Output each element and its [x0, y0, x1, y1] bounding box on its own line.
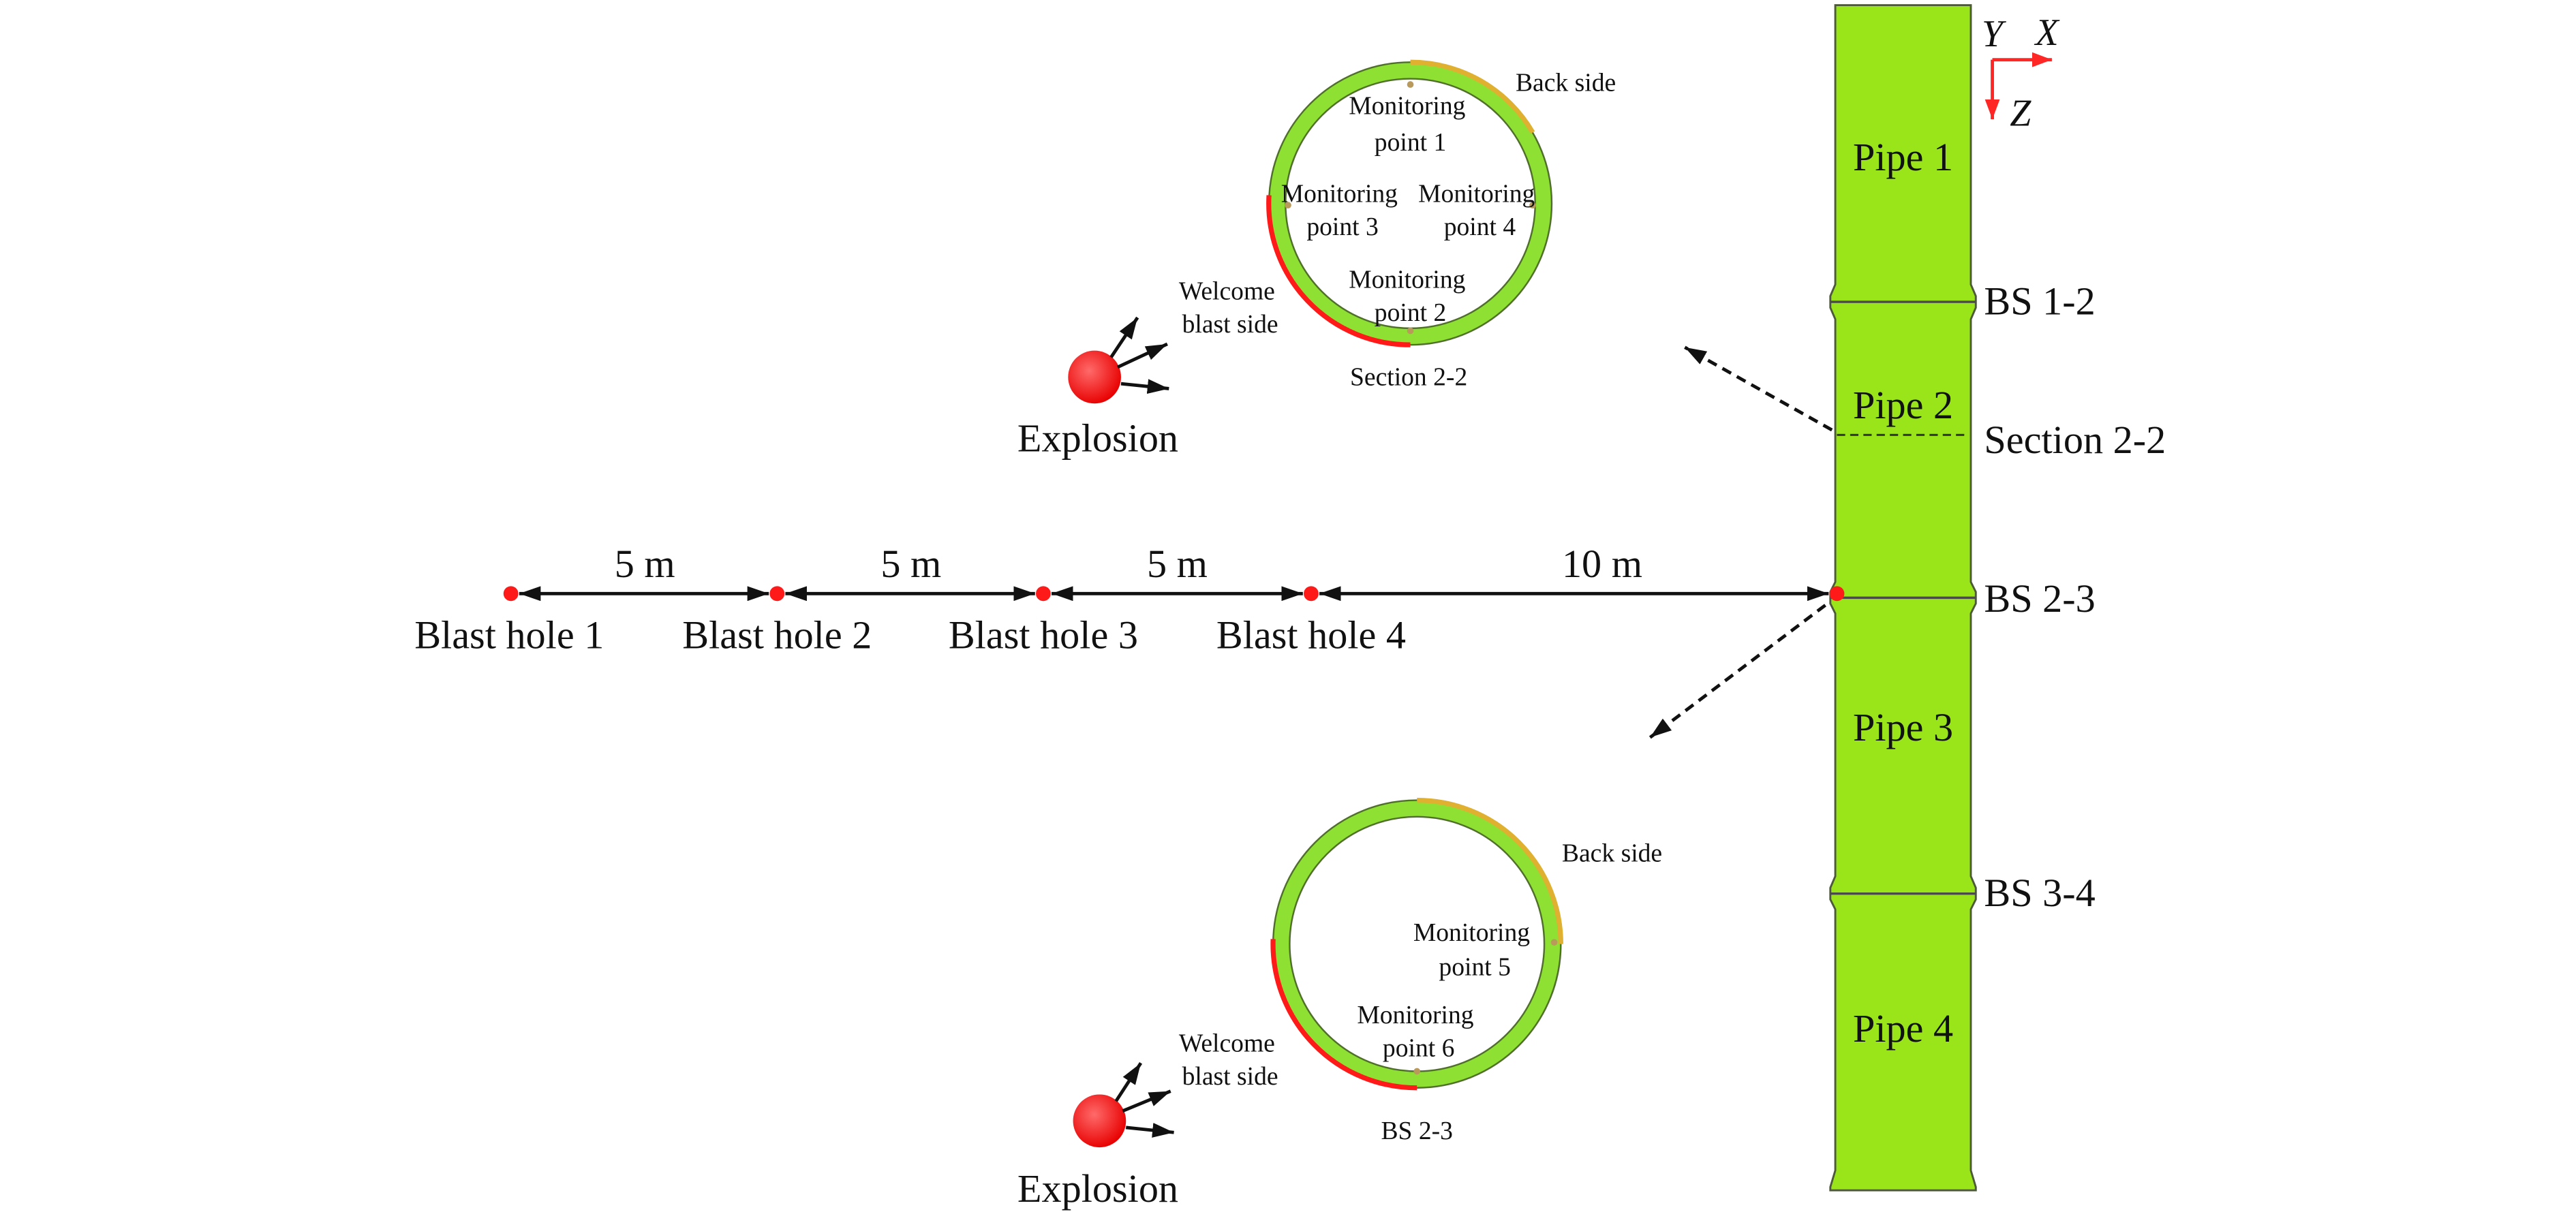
section-explosion-arrow-up [1109, 316, 1139, 358]
section-explosion-arrow-right [1120, 379, 1169, 394]
section-explosion-icon [1068, 350, 1121, 404]
z-axis-label: Z [2010, 93, 2031, 135]
monitoring-point-6-marker [1413, 1068, 1421, 1075]
joint-bs-2-3-view: Back side Monitoring point 5 Monitoring … [1017, 797, 1662, 1211]
joint-blast-side-arc [1270, 939, 1417, 1091]
joint-explosion-label: Explosion [1017, 1166, 1178, 1211]
joint-explosion-arrow-up [1114, 1062, 1143, 1102]
blast-hole-2-dot [769, 586, 785, 602]
monitoring-point-2-label: Monitoring point 2 [1349, 265, 1472, 327]
monitoring-point-6-label: Monitoring point 6 [1357, 1001, 1480, 1063]
monitoring-point-3-marker [1285, 202, 1291, 209]
monitoring-point-4-line-1: Monitoring [1418, 179, 1535, 208]
monitoring-point-6-line-2: point 6 [1383, 1034, 1454, 1063]
section-blast-side-arc [1266, 195, 1411, 347]
section-view-caption: Section 2-2 [1350, 363, 1467, 392]
section-explosion-arrow-mid [1117, 342, 1168, 369]
monitoring-point-5-marker [1550, 939, 1558, 946]
monitoring-point-5-line-1: Monitoring [1413, 918, 1530, 947]
monitoring-point-2-marker [1407, 327, 1414, 335]
monitoring-point-3-line-1: Monitoring [1281, 179, 1398, 208]
joint-welcome-line-2: blast side [1182, 1062, 1278, 1091]
joint-back-side-label: Back side [1562, 839, 1662, 867]
joint-explosion-arrow-right [1125, 1123, 1174, 1138]
monitoring-point-4-label: Monitoring point 4 [1418, 179, 1542, 241]
axis-triad: Y X Z [1982, 12, 2060, 135]
blast-hole-1-dot [503, 586, 519, 602]
pipe: Pipe 1 Pipe 2 Pipe 3 Pipe 4 BS 1-2 Secti… [1829, 4, 2166, 1192]
joint-welcome-blast-side-label: Welcome blast side [1179, 1029, 1281, 1091]
blast-hole-4-dot [1304, 586, 1319, 602]
joint-bs-2-3-label: BS 2-3 [1984, 576, 2095, 621]
section-explosion-label: Explosion [1017, 416, 1178, 461]
joint-explosion-arrow-mid [1122, 1089, 1171, 1113]
monitoring-point-2-line-1: Monitoring [1349, 265, 1465, 294]
spacing-label-2: 5 m [880, 542, 941, 586]
section-callout-arrow [1684, 345, 1833, 432]
monitoring-point-5-label: Monitoring point 5 [1413, 918, 1537, 982]
section-2-2-label: Section 2-2 [1984, 418, 2166, 462]
blast-hole-3-label: Blast hole 3 [949, 612, 1138, 657]
blast-hole-row: 5 m 5 m 5 m 10 m Blast hole 1 Blast hole… [414, 542, 1845, 657]
y-axis-label: Y [1982, 13, 2006, 55]
section-back-side-arc [1410, 59, 1535, 134]
spacing-label-1: 5 m [615, 542, 675, 586]
blast-hole-4-label: Blast hole 4 [1216, 612, 1406, 657]
monitoring-point-1-label: Monitoring point 1 [1349, 92, 1472, 157]
monitoring-point-4-marker [1529, 202, 1536, 209]
joint-bs-3-4-label: BS 3-4 [1984, 871, 2095, 915]
spacing-label-3: 5 m [1147, 542, 1208, 586]
monitoring-point-2-line-2: point 2 [1375, 298, 1446, 327]
pipe-target-dot [1829, 586, 1845, 602]
x-axis-label: X [2034, 12, 2060, 54]
monitoring-point-3-label: Monitoring point 3 [1281, 179, 1405, 241]
section-welcome-line-1: Welcome [1179, 277, 1275, 305]
blast-hole-2-label: Blast hole 2 [682, 612, 872, 657]
joint-bs-1-2-label: BS 1-2 [1984, 279, 2095, 323]
monitoring-point-1-line-2: point 1 [1375, 128, 1446, 157]
joint-explosion-icon [1073, 1094, 1126, 1148]
blast-hole-3-dot [1036, 586, 1051, 602]
pipe-2-label: Pipe 2 [1853, 383, 1953, 427]
monitoring-point-6-line-1: Monitoring [1357, 1001, 1473, 1029]
monitoring-point-5-line-2: point 5 [1439, 953, 1510, 982]
blast-hole-1-label: Blast hole 1 [414, 612, 604, 657]
section-ring [1269, 62, 1552, 345]
monitoring-point-1-marker [1407, 81, 1414, 88]
spacing-label-4: 10 m [1562, 542, 1642, 586]
pipe-1-label: Pipe 1 [1853, 135, 1953, 179]
monitoring-point-3-line-2: point 3 [1306, 213, 1378, 241]
pipe-4-label: Pipe 4 [1853, 1006, 1953, 1051]
monitoring-point-1-line-1: Monitoring [1349, 92, 1465, 121]
section-2-2-view: Back side Monitoring point 1 Monitoring … [1017, 59, 1616, 461]
joint-back-side-arc [1417, 797, 1563, 944]
section-welcome-line-2: blast side [1182, 310, 1278, 339]
monitoring-point-4-line-2: point 4 [1444, 213, 1516, 241]
section-welcome-blast-side-label: Welcome blast side [1179, 277, 1281, 339]
joint-view-caption: BS 2-3 [1381, 1117, 1453, 1145]
pipe-3-label: Pipe 3 [1853, 705, 1953, 749]
joint-callout-arrow [1649, 604, 1826, 739]
section-back-side-label: Back side [1516, 69, 1616, 97]
joint-welcome-line-1: Welcome [1179, 1029, 1275, 1057]
